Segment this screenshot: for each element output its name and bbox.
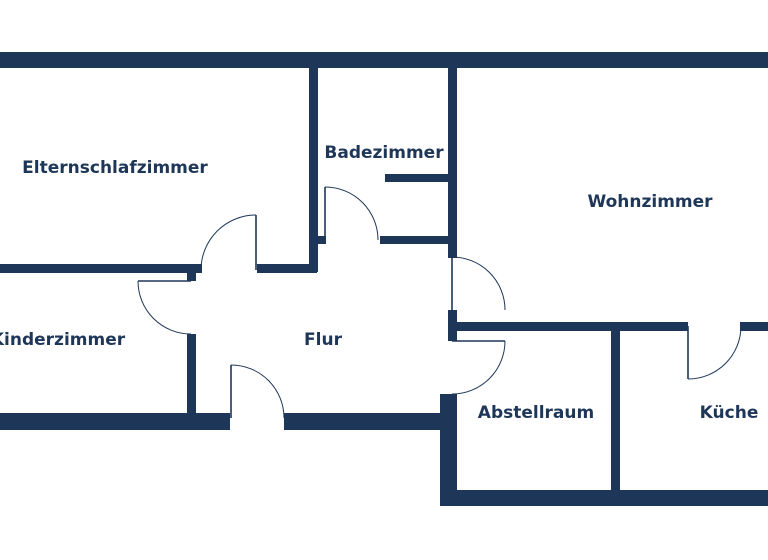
wall-kids-hall-lower	[187, 334, 196, 414]
wall-bath-bottom-left	[317, 236, 326, 244]
wall-bottom-right	[440, 490, 768, 506]
walls	[0, 52, 768, 506]
room-label-abstellraum: Abstellraum	[478, 403, 594, 423]
door-storage	[451, 340, 506, 395]
wall-bath-living	[448, 68, 457, 258]
wall-bath-stub	[385, 174, 449, 182]
door-bedroom	[200, 214, 257, 271]
door-bathroom	[324, 186, 379, 241]
room-label-kueche: Küche	[700, 403, 759, 423]
wall-kids-hall-upper	[187, 273, 196, 281]
room-label-wohnzimmer: Wohnzimmer	[587, 192, 713, 212]
door-entrance	[230, 364, 285, 419]
wall-storage-kitchen	[611, 331, 620, 491]
doors	[137, 186, 742, 419]
wall-living-bottom	[448, 322, 688, 331]
door-kids-room	[137, 280, 192, 335]
wall-bedroom-bottom-right	[257, 264, 317, 273]
wall-bath-bottom-right	[380, 236, 457, 244]
room-label-flur: Flur	[304, 330, 343, 350]
room-label-kinderzimmer: Kinderzimmer	[0, 330, 126, 350]
wall-storage-left	[440, 394, 457, 506]
room-label-badezimmer: Badezimmer	[324, 143, 444, 163]
wall-top	[0, 52, 768, 68]
wall-bedroom-bottom	[0, 264, 202, 273]
wall-living-bottom-right	[740, 322, 768, 331]
room-label-elternschlafzimmer: Elternschlafzimmer	[22, 158, 208, 178]
wall-bottom-hall	[284, 413, 457, 430]
wall-bottom-left	[0, 413, 230, 430]
wall-bedroom-bath	[309, 68, 318, 272]
door-kitchen	[687, 325, 742, 380]
door-living-room	[451, 256, 506, 311]
room-labels: Elternschlafzimmer Badezimmer Wohnzimmer…	[0, 143, 758, 423]
